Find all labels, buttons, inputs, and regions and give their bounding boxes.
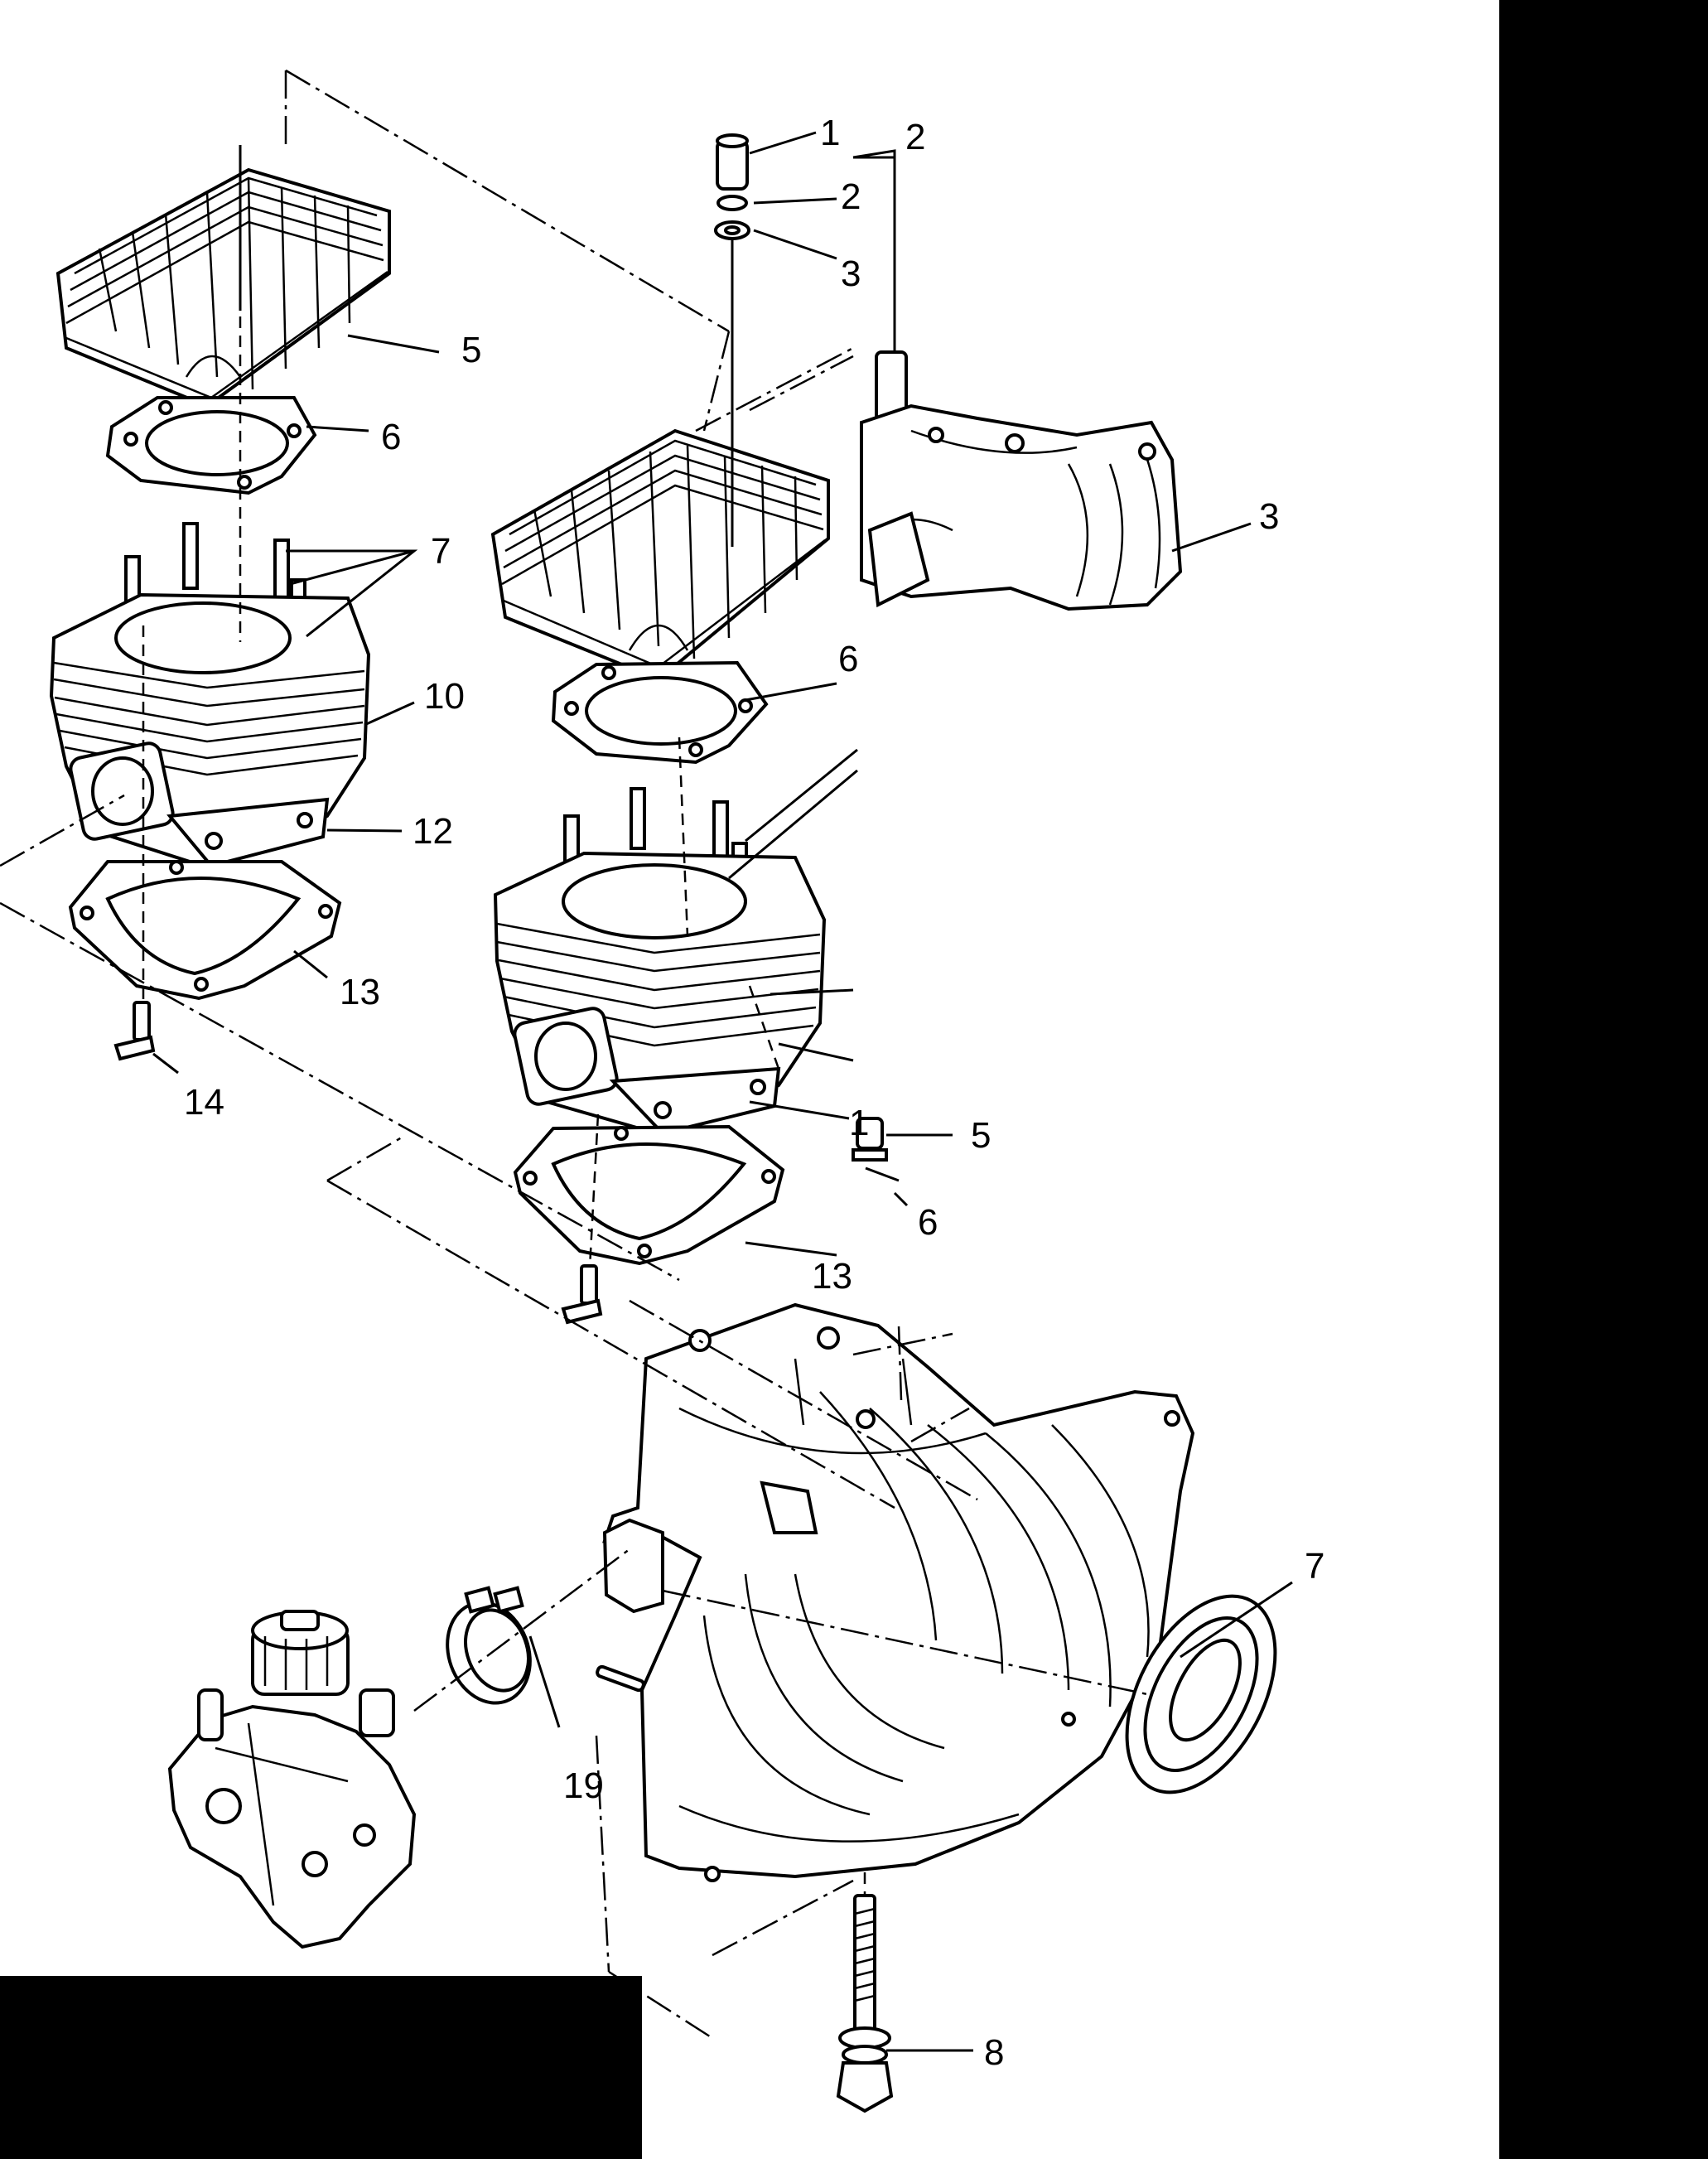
callout-13-center: 13 <box>812 1256 852 1297</box>
right-head-gasket <box>551 660 769 765</box>
callout-10: 10 <box>424 676 465 717</box>
callout-1: 1 <box>820 113 840 153</box>
left-impulse-fitting <box>113 1001 156 1061</box>
carburetor <box>167 1610 417 1949</box>
callout-19: 19 <box>563 1765 604 1806</box>
callout-13-left: 13 <box>340 972 380 1012</box>
banjo-fitting <box>852 1117 888 1162</box>
callout-3-upper: 3 <box>841 254 861 294</box>
left-cylinder-head <box>55 145 391 408</box>
right-base-gasket <box>513 1124 785 1266</box>
callout-6-left: 6 <box>381 417 401 457</box>
left-head-gasket <box>105 396 317 495</box>
crankcase-bolt <box>836 1894 894 2113</box>
callout-12: 12 <box>413 811 453 852</box>
left-base-gasket <box>68 860 342 1001</box>
callout-3-right: 3 <box>1259 496 1279 537</box>
callout-7-left: 7 <box>431 531 451 572</box>
callout-8: 8 <box>984 2032 1004 2073</box>
crankshaft-seal <box>1125 1594 1277 1794</box>
callout-2-lower: 2 <box>841 176 861 217</box>
assembly-center-lines <box>0 69 1148 2040</box>
nut-and-washers <box>714 133 750 547</box>
right-impulse-fitting <box>561 1264 603 1325</box>
left-cylinder-block <box>49 592 371 872</box>
callout-labels: 1 2 2 3 3 5 6 7 10 12 13 14 6 1 5 6 13 7… <box>184 113 1324 2073</box>
callout-6-right: 6 <box>918 1202 938 1243</box>
right-cylinder-head <box>490 428 830 682</box>
scan-border-bottom-left <box>0 1976 642 2159</box>
callout-2-upper: 2 <box>905 117 925 157</box>
callout-5-left: 5 <box>461 330 481 370</box>
cut-off-mask <box>855 530 1435 1160</box>
callout-5-right: 5 <box>971 1115 991 1156</box>
scan-border-right <box>1499 0 1708 2159</box>
callout-6-center: 6 <box>838 639 858 679</box>
callout-7-right: 7 <box>1305 1546 1324 1587</box>
leader-lines <box>152 131 1293 2052</box>
callout-14: 14 <box>184 1082 224 1123</box>
right-cylinder-block <box>493 851 827 1137</box>
callout-1-center: 1 <box>849 1103 869 1143</box>
crankcase-half <box>602 1302 1195 1882</box>
carburetor-clamp <box>446 1586 645 1705</box>
intake-manifold <box>860 350 1183 611</box>
